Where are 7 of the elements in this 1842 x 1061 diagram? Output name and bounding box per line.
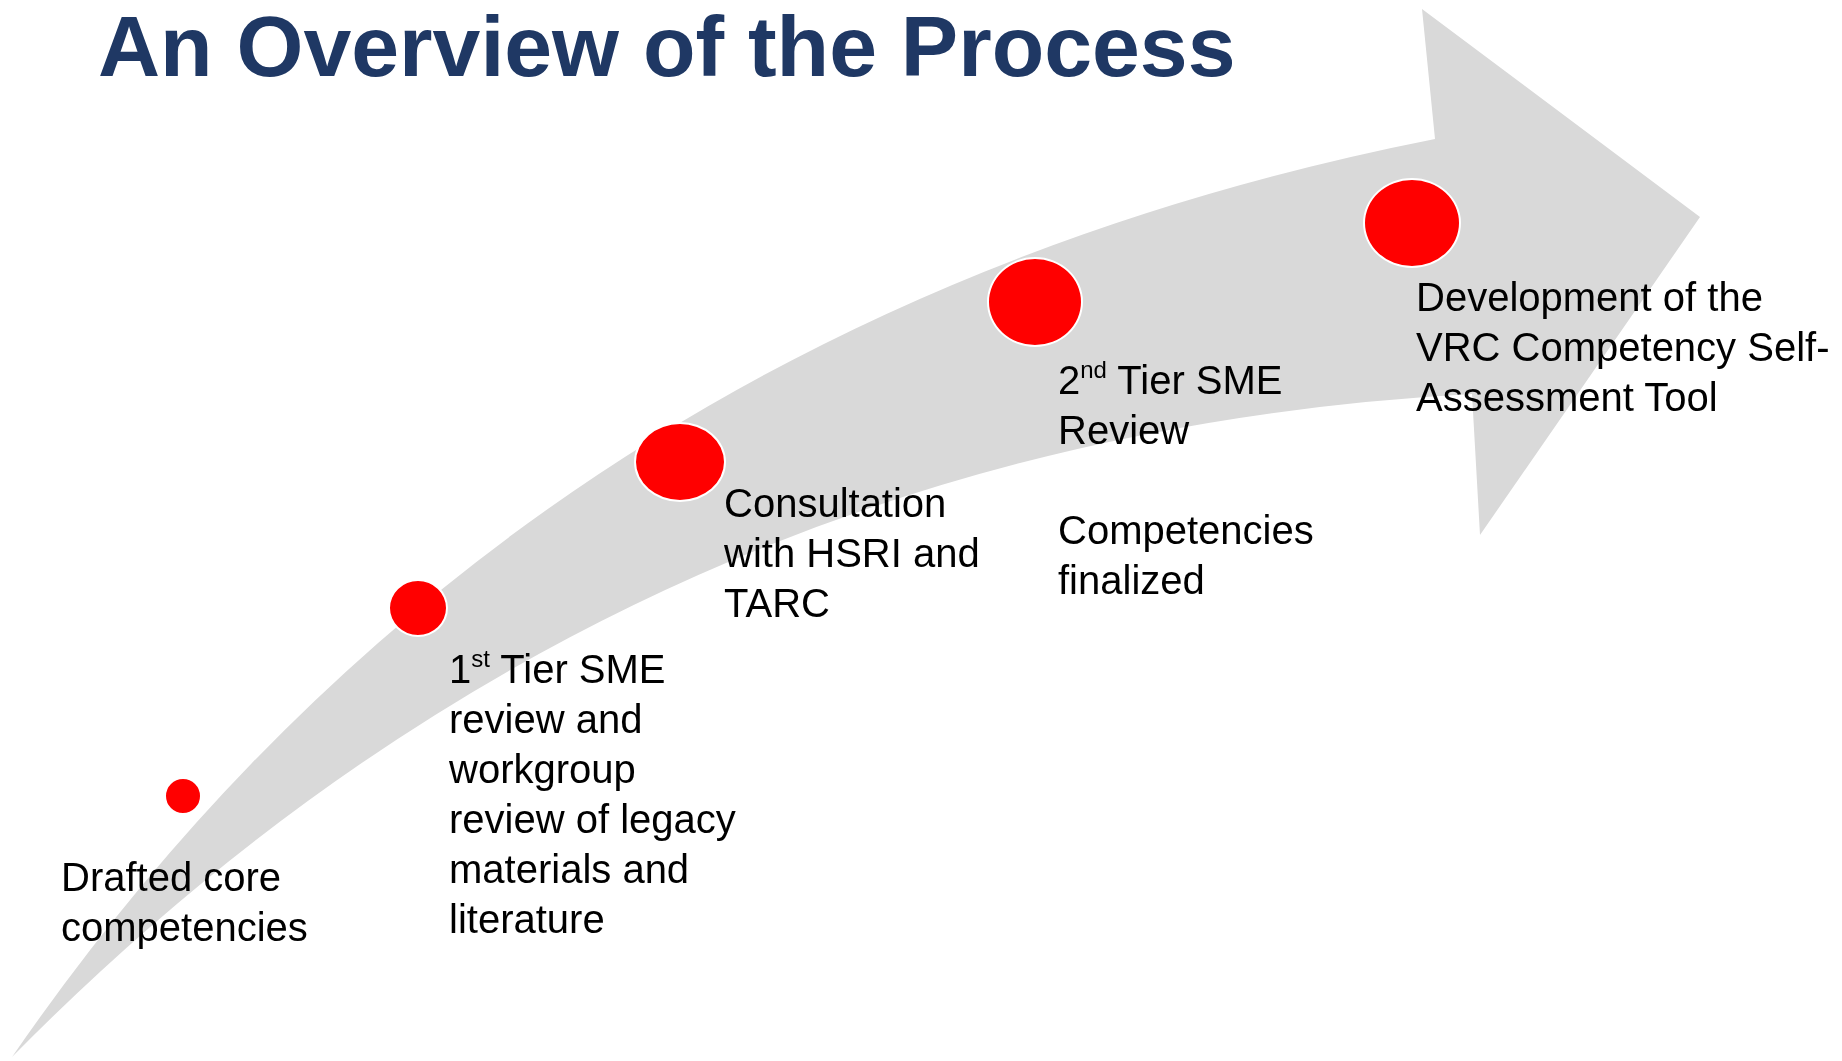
step-label: Drafted core competencies [61,854,308,951]
step-label: Competencies finalized [1058,507,1315,604]
step-label: 1$^{st}$ Tier SME review and workgroup review of legacy materials and literature [449,644,737,943]
step-label: Development of the VRC Competency Self-Assessment Tool [1416,274,1831,421]
step-label: 2$^{nd}$ Tier SME Review [1058,355,1284,454]
title: An Overview of the Process [98,0,1236,96]
step-label: Consultation with HSRI and TARC [724,480,981,627]
